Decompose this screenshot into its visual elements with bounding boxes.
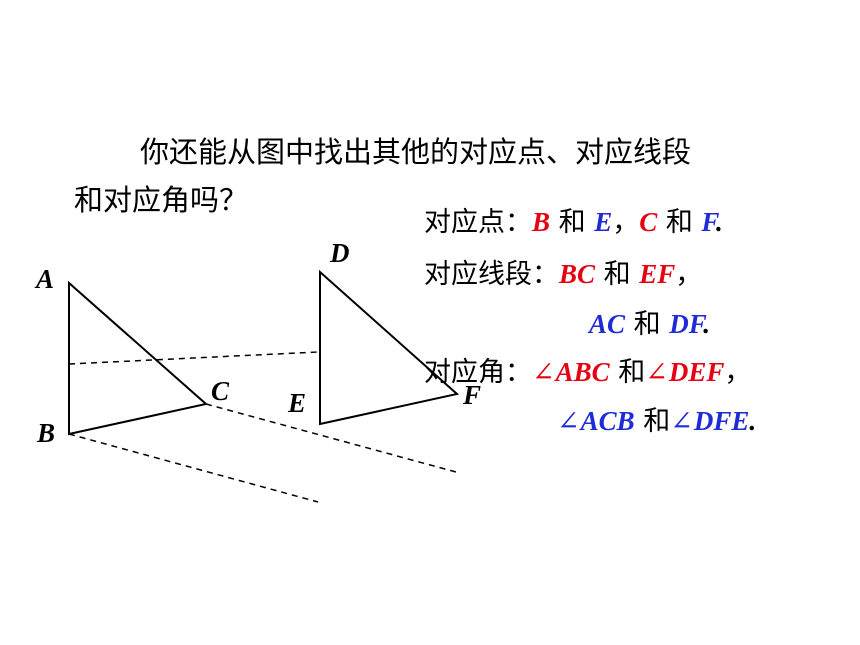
answer-segments-row-1: 对应线段：BC 和 EF，	[424, 259, 703, 290]
angle-icon: ∠	[532, 357, 555, 388]
angles-label: 对应角：	[424, 357, 532, 388]
vertex-label-d: D	[329, 238, 350, 268]
segment-df: DF	[669, 309, 704, 339]
dashed-line-c-to-f	[205, 403, 457, 473]
and-text: 和	[633, 309, 661, 340]
period: .	[715, 207, 723, 237]
angle-acb: ACB	[580, 406, 635, 436]
and-text: 和	[618, 357, 646, 388]
vertex-label-b: B	[36, 418, 55, 448]
angle-dfe: DFE	[693, 406, 750, 436]
period: .	[703, 309, 710, 339]
and-text: 和	[558, 207, 586, 238]
separator: ，	[675, 259, 703, 290]
point-b: B	[532, 207, 551, 237]
triangle-abc	[68, 280, 209, 436]
point-e: E	[594, 207, 613, 237]
period: .	[749, 406, 757, 436]
angle-abc: ABC	[555, 357, 610, 387]
answer-angles-row-2: ∠ACB 和∠DFE.	[557, 406, 757, 437]
answer-angles-row-1: 对应角：∠ABC 和∠DEF，	[424, 357, 752, 388]
segment-ac: AC	[589, 309, 626, 339]
segments-label: 对应线段：	[424, 259, 559, 290]
point-f: F	[701, 207, 716, 237]
vertex-label-e: E	[287, 388, 306, 418]
vertex-label-f: F	[462, 380, 481, 410]
answer-segments-row-2: AC 和 DF.	[589, 309, 710, 340]
points-label: 对应点：	[424, 207, 532, 238]
and-text: 和	[643, 406, 671, 437]
angle-def: DEF	[668, 357, 725, 387]
segment-ef: EF	[639, 259, 676, 289]
dashed-line-mid-to-de	[68, 351, 319, 365]
triangle-def	[319, 269, 460, 426]
dashed-line-b	[68, 433, 319, 503]
angle-icon: ∠	[645, 357, 668, 388]
question-line-2: 和对应角吗？	[74, 183, 249, 217]
and-text: 和	[603, 259, 631, 290]
angle-icon: ∠	[670, 406, 693, 437]
question-line-1: 你还能从图中找出其他的对应点、对应线段	[140, 135, 692, 169]
separator: ，	[724, 357, 752, 388]
and-text: 和	[665, 207, 693, 238]
separator: ，	[612, 207, 640, 238]
segment-bc: BC	[559, 259, 596, 289]
point-c: C	[639, 207, 658, 237]
answer-points-row: 对应点：B 和 E，C 和 F.	[424, 207, 723, 238]
angle-icon: ∠	[557, 406, 580, 437]
vertex-label-c: C	[211, 376, 230, 406]
vertex-label-a: A	[34, 264, 54, 294]
